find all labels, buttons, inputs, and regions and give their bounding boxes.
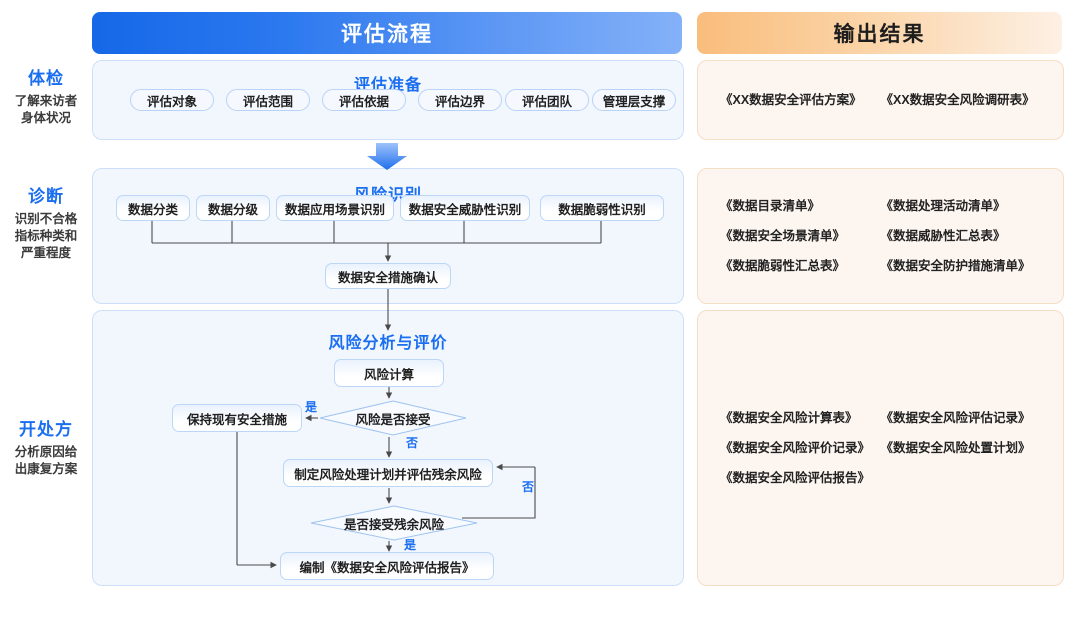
stage-desc-diagnosis: 识别不合格 指标种类和 严重程度 [0,211,92,262]
stage-desc-line: 出康复方案 [14,462,78,476]
output-item: 《XX数据安全评估方案》 [720,93,862,107]
stage-label-prescription: 开处方 分析原因给 出康复方案 [0,419,92,478]
down-arrow-icon [367,143,407,170]
output-item: 《数据安全场景清单》 [720,229,846,243]
edge-label-yes-2: 是 [404,538,417,552]
stage-title-checkup: 体检 [28,69,64,88]
output-row: 《数据目录清单》 《数据处理活动清单》 [720,191,1041,221]
output-item: 《数据目录清单》 [720,199,821,213]
stage-desc-line: 身体状况 [20,111,71,125]
stage-desc-line: 识别不合格 [14,212,78,226]
output-item: 《数据安全风险评价记录》 [720,441,871,455]
edge-label-no-2: 否 [522,480,535,494]
node-vulnerability-identification[interactable]: 数据脆弱性识别 [540,195,664,221]
panel-risk-analysis: 风险分析与评价 [92,310,684,586]
stage-desc-line: 了解来访者 [14,94,78,108]
panel-title-analysis: 风险分析与评价 [328,335,448,352]
decision-shape-icon [319,400,467,436]
output-item: 《数据脆弱性汇总表》 [720,259,846,273]
node-threat-identification[interactable]: 数据安全威胁性识别 [400,195,530,221]
output-item [881,463,1042,493]
node-application-scenario[interactable]: 数据应用场景识别 [276,195,394,221]
node-risk-treatment-plan[interactable]: 制定风险处理计划并评估残余风险 [283,459,493,487]
node-data-grading[interactable]: 数据分级 [196,195,270,221]
header-flow: 评估流程 [92,12,682,54]
edge-label-no-1: 否 [406,436,419,450]
decision-risk-acceptable-label: 风险是否接受 [355,412,431,427]
stage-desc-line: 严重程度 [20,246,71,260]
stage-desc-checkup: 了解来访者 身体状况 [0,93,92,127]
header-flow-label: 评估流程 [341,23,433,46]
output-row: 《数据安全风险评价记录》 《数据安全风险处置计划》 [720,433,1041,463]
output-panel-identification: 《数据目录清单》 《数据处理活动清单》 《数据安全场景清单》 《数据威胁性汇总表… [697,168,1064,304]
decision-residual-risk-label: 是否接受残余风险 [343,517,444,532]
pill-assessment-team[interactable]: 评估团队 [505,89,589,111]
node-data-classification[interactable]: 数据分类 [116,195,190,221]
stage-title-diagnosis: 诊断 [28,187,64,206]
pill-assessment-scope[interactable]: 评估范围 [226,89,310,111]
decision-risk-acceptable[interactable]: 风险是否接受 [319,400,467,436]
output-panel-analysis: 《数据安全风险计算表》 《数据安全风险评估记录》 《数据安全风险评价记录》 《数… [697,310,1064,586]
node-keep-existing-measures[interactable]: 保持现有安全措施 [172,404,302,432]
output-item: 《数据安全风险处置计划》 [880,441,1031,455]
output-row: 《XX数据安全评估方案》 《XX数据安全风险调研表》 [720,85,1041,115]
stage-label-checkup: 体检 了解来访者 身体状况 [0,68,92,127]
output-row: 《数据安全风险计算表》 《数据安全风险评估记录》 [720,403,1041,433]
output-item: 《数据安全防护措施清单》 [880,259,1031,273]
output-list-preparation: 《XX数据安全评估方案》 《XX数据安全风险调研表》 [698,61,1063,139]
output-panel-preparation: 《XX数据安全评估方案》 《XX数据安全风险调研表》 [697,60,1064,140]
output-item: 《数据威胁性汇总表》 [880,229,1006,243]
node-compile-report[interactable]: 编制《数据安全风险评估报告》 [280,552,494,580]
node-risk-calculation[interactable]: 风险计算 [334,359,444,387]
output-item: 《数据安全风险计算表》 [720,411,858,425]
output-item: 《数据安全风险评估报告》 [720,471,871,485]
node-security-measure-confirm[interactable]: 数据安全措施确认 [325,263,451,289]
pill-assessment-boundary[interactable]: 评估边界 [418,89,502,111]
output-list-identification: 《数据目录清单》 《数据处理活动清单》 《数据安全场景清单》 《数据威胁性汇总表… [698,169,1063,303]
output-item: 《数据处理活动清单》 [880,199,1006,213]
pill-assessment-basis[interactable]: 评估依据 [322,89,406,111]
edge-label-yes-1: 是 [305,400,318,414]
output-list-analysis: 《数据安全风险计算表》 《数据安全风险评估记录》 《数据安全风险评价记录》 《数… [698,311,1063,585]
stage-label-diagnosis: 诊断 识别不合格 指标种类和 严重程度 [0,186,92,262]
output-item: 《XX数据安全风险调研表》 [880,93,1035,107]
pill-assessment-object[interactable]: 评估对象 [130,89,214,111]
pill-management-support[interactable]: 管理层支撑 [592,89,676,111]
output-row: 《数据安全风险评估报告》 [720,463,1041,493]
output-row: 《数据安全场景清单》 《数据威胁性汇总表》 [720,221,1041,251]
decision-shape-icon [310,505,478,541]
output-item: 《数据安全风险评估记录》 [880,411,1031,425]
decision-residual-risk-acceptable[interactable]: 是否接受残余风险 [310,505,478,541]
stage-desc-line: 指标种类和 [14,229,78,243]
header-output: 输出结果 [697,12,1062,54]
stage-desc-prescription: 分析原因给 出康复方案 [0,444,92,478]
header-output-label: 输出结果 [833,23,926,46]
output-row: 《数据脆弱性汇总表》 《数据安全防护措施清单》 [720,251,1041,281]
stage-title-prescription: 开处方 [19,420,73,439]
stage-desc-line: 分析原因给 [14,445,78,459]
